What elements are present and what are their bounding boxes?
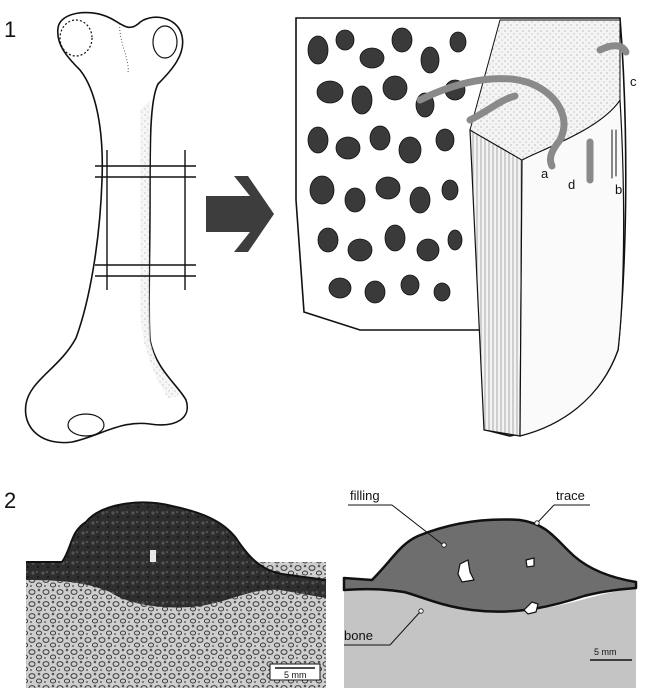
- specimen-photo: 5 mm: [26, 503, 326, 688]
- arrow-icon: [206, 176, 274, 252]
- label-a: a: [541, 166, 549, 181]
- filling-label: filling: [350, 488, 380, 503]
- bone-section-illustration: a b c d: [296, 18, 637, 436]
- label-c: c: [630, 74, 637, 89]
- label-b: b: [615, 182, 622, 197]
- specimen-diagram: filling trace bone 5 mm: [344, 488, 636, 688]
- bone-label: bone: [344, 628, 373, 643]
- photo-scale-bar-label: 5 mm: [284, 670, 307, 680]
- panel2-number: 2: [4, 488, 16, 513]
- diagram-scale-bar-label: 5 mm: [594, 647, 617, 657]
- label-d: d: [568, 177, 575, 192]
- panel1-number: 1: [4, 17, 16, 42]
- bone-illustration: [26, 13, 196, 443]
- trace-label: trace: [556, 488, 585, 503]
